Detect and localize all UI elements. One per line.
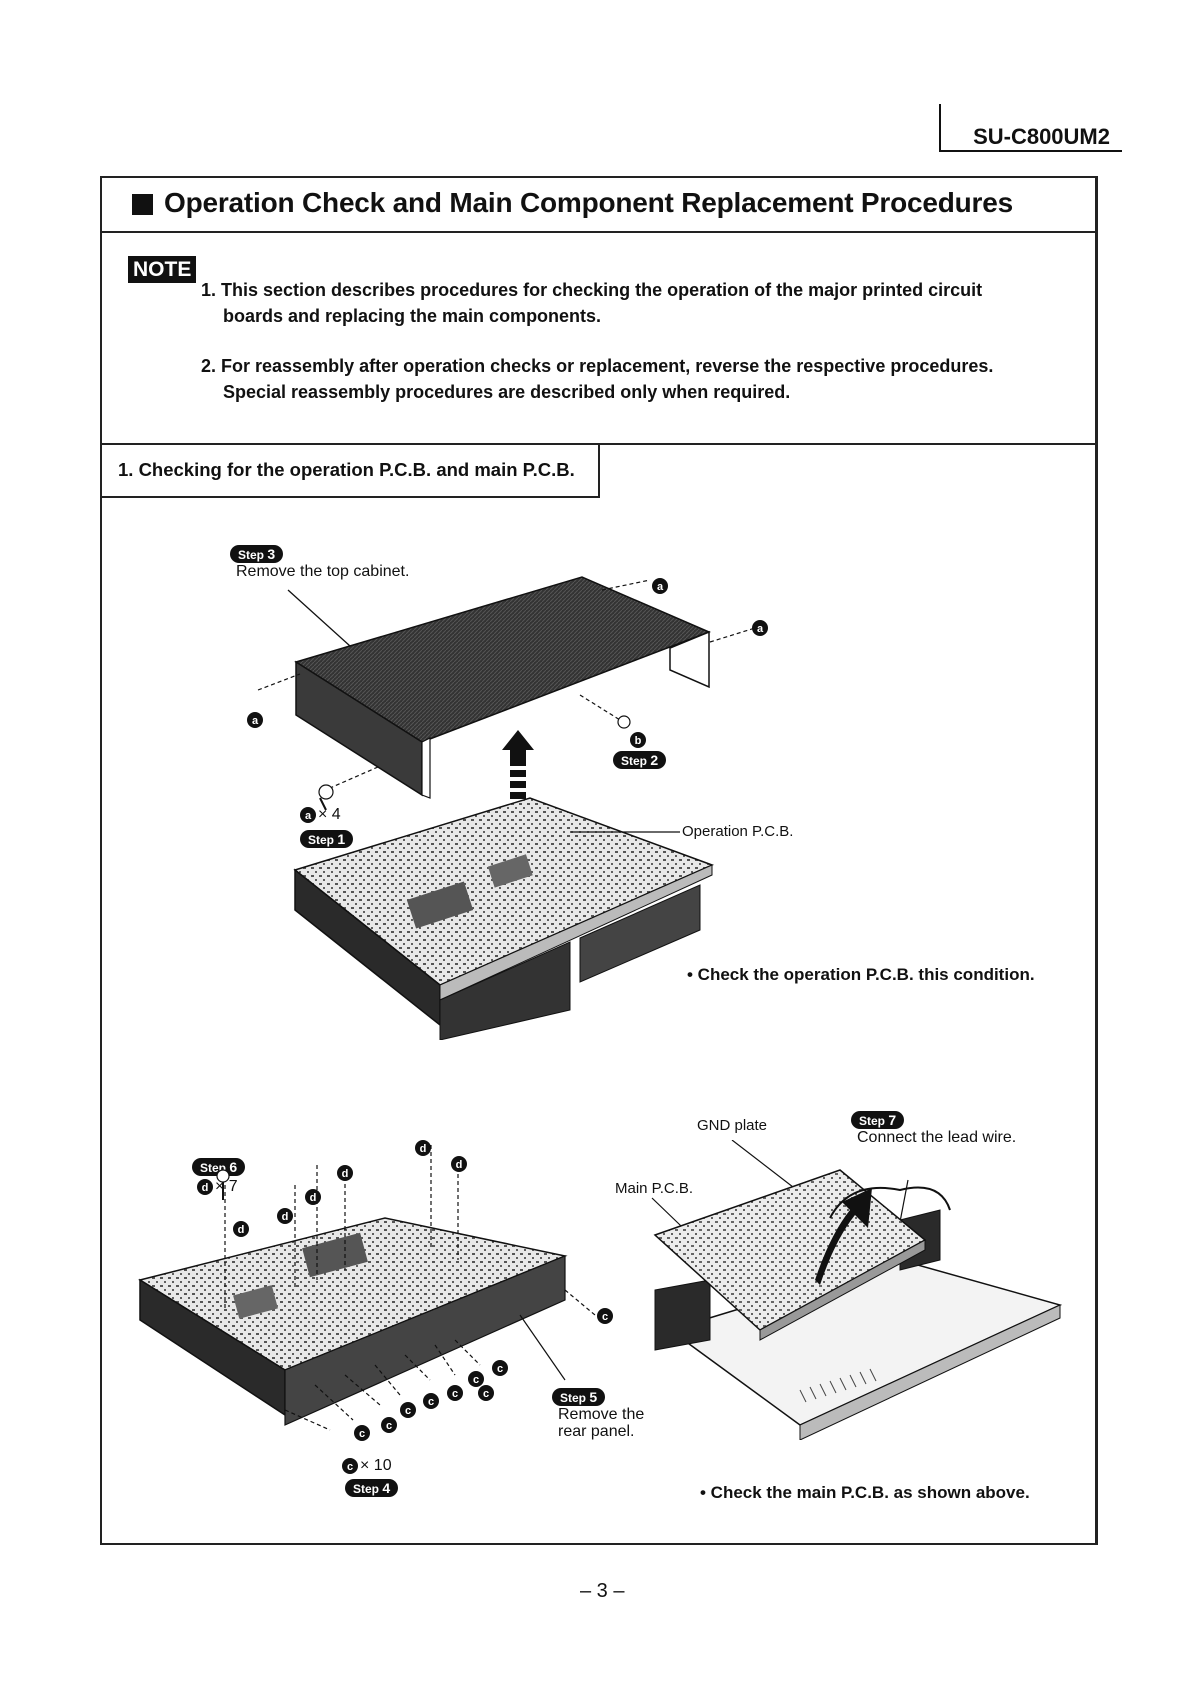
step-2-badge: Step 2 — [613, 751, 667, 769]
svg-text:c: c — [386, 1420, 392, 1432]
marker-d-icon: d — [197, 1179, 213, 1195]
check-main-pcb-note: • Check the main P.C.B. as shown above. — [700, 1483, 1030, 1502]
svg-text:a: a — [305, 810, 312, 822]
svg-text:c: c — [497, 1363, 503, 1375]
svg-text:d: d — [420, 1143, 427, 1155]
step-5-text-line-2: rear panel. — [558, 1423, 635, 1440]
check-operation-pcb-note: • Check the operation P.C.B. this condit… — [687, 965, 1035, 984]
step-5-badge: Step 5 — [552, 1388, 606, 1406]
marker-d-icon: d — [305, 1189, 321, 1205]
marker-c-icon: c — [354, 1425, 370, 1441]
svg-text:c: c — [347, 1461, 353, 1473]
section-title: Operation Check and Main Component Repla… — [164, 187, 1013, 218]
rear-panel-removal-illustration — [138, 1145, 596, 1431]
step-3-badge: Step 3 — [230, 545, 284, 563]
main-pcb-lifted-illustration — [651, 1140, 1063, 1440]
step-7-badge: Step 7 — [851, 1111, 905, 1129]
note-1-line-1: 1. This section describes procedures for… — [201, 280, 983, 300]
svg-text:a: a — [657, 581, 664, 593]
note-badge: NOTE — [128, 256, 197, 283]
black-square-bullet-icon — [132, 194, 153, 215]
marker-d-icon: d — [337, 1165, 353, 1181]
marker-d-icon: d — [277, 1208, 293, 1224]
marker-c-icon: c — [342, 1458, 358, 1474]
svg-text:d: d — [282, 1211, 289, 1223]
svg-text:d: d — [238, 1224, 245, 1236]
marker-c-icon: c — [423, 1393, 439, 1409]
marker-c-icon: c — [468, 1371, 484, 1387]
svg-text:c: c — [473, 1374, 479, 1386]
subsection-header: 1. Checking for the operation P.C.B. and… — [102, 443, 600, 498]
model-number: SU-C800UM2 — [973, 124, 1110, 149]
marker-a-icon: a — [752, 620, 768, 636]
svg-text:d: d — [202, 1182, 209, 1194]
note-1-line-2: boards and replacing the main components… — [223, 306, 602, 326]
marker-c-icon: c — [597, 1308, 613, 1324]
marker-c-icon: c — [447, 1385, 463, 1401]
screw-c-count: × 10 — [360, 1457, 392, 1474]
note-2-line-2: Special reassembly procedures are descri… — [223, 382, 791, 402]
main-pcb-label: Main P.C.B. — [615, 1180, 694, 1197]
subsection-title: 1. Checking for the operation P.C.B. and… — [118, 459, 575, 480]
svg-text:d: d — [342, 1168, 349, 1180]
screw-d-count: × 7 — [215, 1178, 238, 1195]
note-2-line-1: 2. For reassembly after operation checks… — [201, 356, 994, 376]
step-7-text: Connect the lead wire. — [857, 1129, 1017, 1146]
svg-text:a: a — [757, 623, 764, 635]
marker-c-icon: c — [492, 1360, 508, 1376]
step-3-text: Remove the top cabinet. — [236, 563, 410, 580]
marker-a-icon: a — [300, 807, 316, 823]
svg-text:b: b — [635, 735, 642, 747]
svg-text:d: d — [456, 1159, 463, 1171]
marker-a-icon: a — [652, 578, 668, 594]
marker-a-icon: a — [247, 712, 263, 728]
page-number: – 3 – — [580, 1580, 625, 1602]
svg-text:c: c — [602, 1311, 608, 1323]
marker-d-icon: d — [233, 1221, 249, 1237]
marker-c-icon: c — [400, 1402, 416, 1418]
section-title-row: Operation Check and Main Component Repla… — [102, 178, 1095, 233]
marker-c-icon: c — [381, 1417, 397, 1433]
procedure-frame: Operation Check and Main Component Repla… — [100, 176, 1098, 1545]
top-cabinet-removal-illustration — [257, 576, 756, 1040]
svg-text:c: c — [359, 1428, 365, 1440]
svg-text:c: c — [452, 1388, 458, 1400]
model-number-box: SU-C800UM2 — [939, 104, 1122, 152]
svg-text:d: d — [310, 1192, 317, 1204]
svg-text:c: c — [405, 1405, 411, 1417]
svg-text:c: c — [483, 1388, 489, 1400]
marker-d-icon: d — [415, 1140, 431, 1156]
marker-b-icon: b — [630, 732, 646, 748]
step-4-badge: Step 4 — [345, 1479, 399, 1497]
marker-d-icon: d — [451, 1156, 467, 1172]
svg-text:c: c — [428, 1396, 434, 1408]
operation-pcb-label: Operation P.C.B. — [682, 823, 794, 840]
svg-text:a: a — [252, 715, 259, 727]
step-1-badge: Step 1 — [300, 830, 354, 848]
gnd-plate-label: GND plate — [697, 1117, 768, 1134]
step-5-text-line-1: Remove the — [558, 1406, 645, 1423]
screw-a-count: × 4 — [318, 806, 341, 823]
marker-c-icon: c — [478, 1385, 494, 1401]
